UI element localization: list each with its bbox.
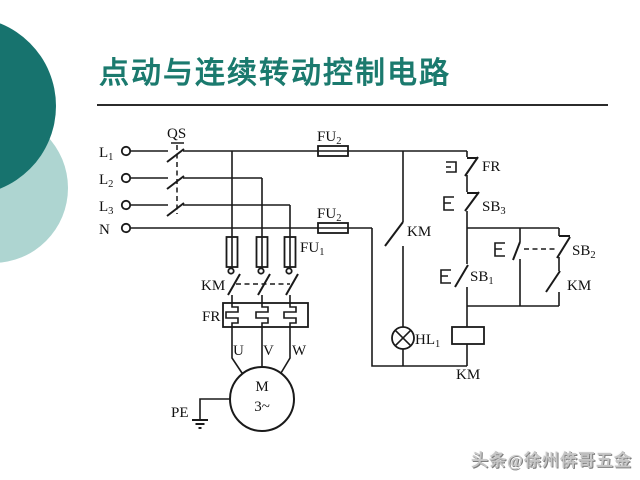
label-l3: L3 xyxy=(99,199,113,217)
km-contact-terminal-1 xyxy=(227,267,235,275)
label-u: U xyxy=(233,343,244,359)
circuit-wires xyxy=(130,142,560,419)
label-fu2-top: FU2 xyxy=(317,129,341,147)
label-qs: QS xyxy=(167,126,186,142)
terminal-l2 xyxy=(120,172,132,184)
labels: L1 L2 L3 N QS FU2 FU2 FU1 KM FR U V W M … xyxy=(99,126,596,421)
label-fu1: FU1 xyxy=(300,240,324,258)
label-motor-phase: 3~ xyxy=(254,399,270,415)
label-n: N xyxy=(99,222,110,238)
label-fr-box: FR xyxy=(202,309,220,325)
km-contact-terminal-3 xyxy=(285,267,293,275)
fr-heater-elements xyxy=(225,303,297,327)
hl1-lamp xyxy=(391,326,415,350)
label-motor-m: M xyxy=(255,379,268,395)
terminal-l3 xyxy=(120,199,132,211)
terminal-n xyxy=(120,222,132,234)
label-pe: PE xyxy=(171,405,189,421)
motor-circle xyxy=(229,366,295,432)
title-underline xyxy=(97,104,608,106)
slide-title: 点动与连续转动控制电路 xyxy=(99,57,451,90)
actuator-symbols xyxy=(440,161,505,284)
km-coil-symbol xyxy=(451,326,485,345)
label-fr-contact: FR xyxy=(482,159,500,175)
fuse-symbols xyxy=(225,145,349,268)
watermark: 头条@徐州倴哥五金 xyxy=(471,451,632,470)
fuse-fu1-wires xyxy=(231,237,291,267)
label-fu2-n: FU2 xyxy=(317,206,341,224)
mechanical-link-dashes xyxy=(176,145,556,285)
label-km-aux: KM xyxy=(407,224,431,240)
label-v: V xyxy=(263,343,274,359)
terminal-l1 xyxy=(120,145,132,157)
label-sb3: SB3 xyxy=(482,199,506,217)
label-km-coil: KM xyxy=(456,367,480,383)
terminal-circles xyxy=(120,145,293,275)
km-contact-terminal-2 xyxy=(257,267,265,275)
label-km-main: KM xyxy=(201,278,225,294)
pe-ground-symbol xyxy=(192,419,208,429)
label-sb1: SB1 xyxy=(470,269,494,287)
label-hl1: HL1 xyxy=(415,332,440,350)
contact-blades xyxy=(166,148,571,296)
label-l2: L2 xyxy=(99,172,113,190)
label-sb2: SB2 xyxy=(572,243,596,261)
hl1-lamp-cross xyxy=(394,329,412,347)
fr-thermal-relay xyxy=(222,302,309,328)
label-l1: L1 xyxy=(99,145,113,163)
label-w: W xyxy=(292,343,307,359)
label-km-holding: KM xyxy=(567,278,591,294)
